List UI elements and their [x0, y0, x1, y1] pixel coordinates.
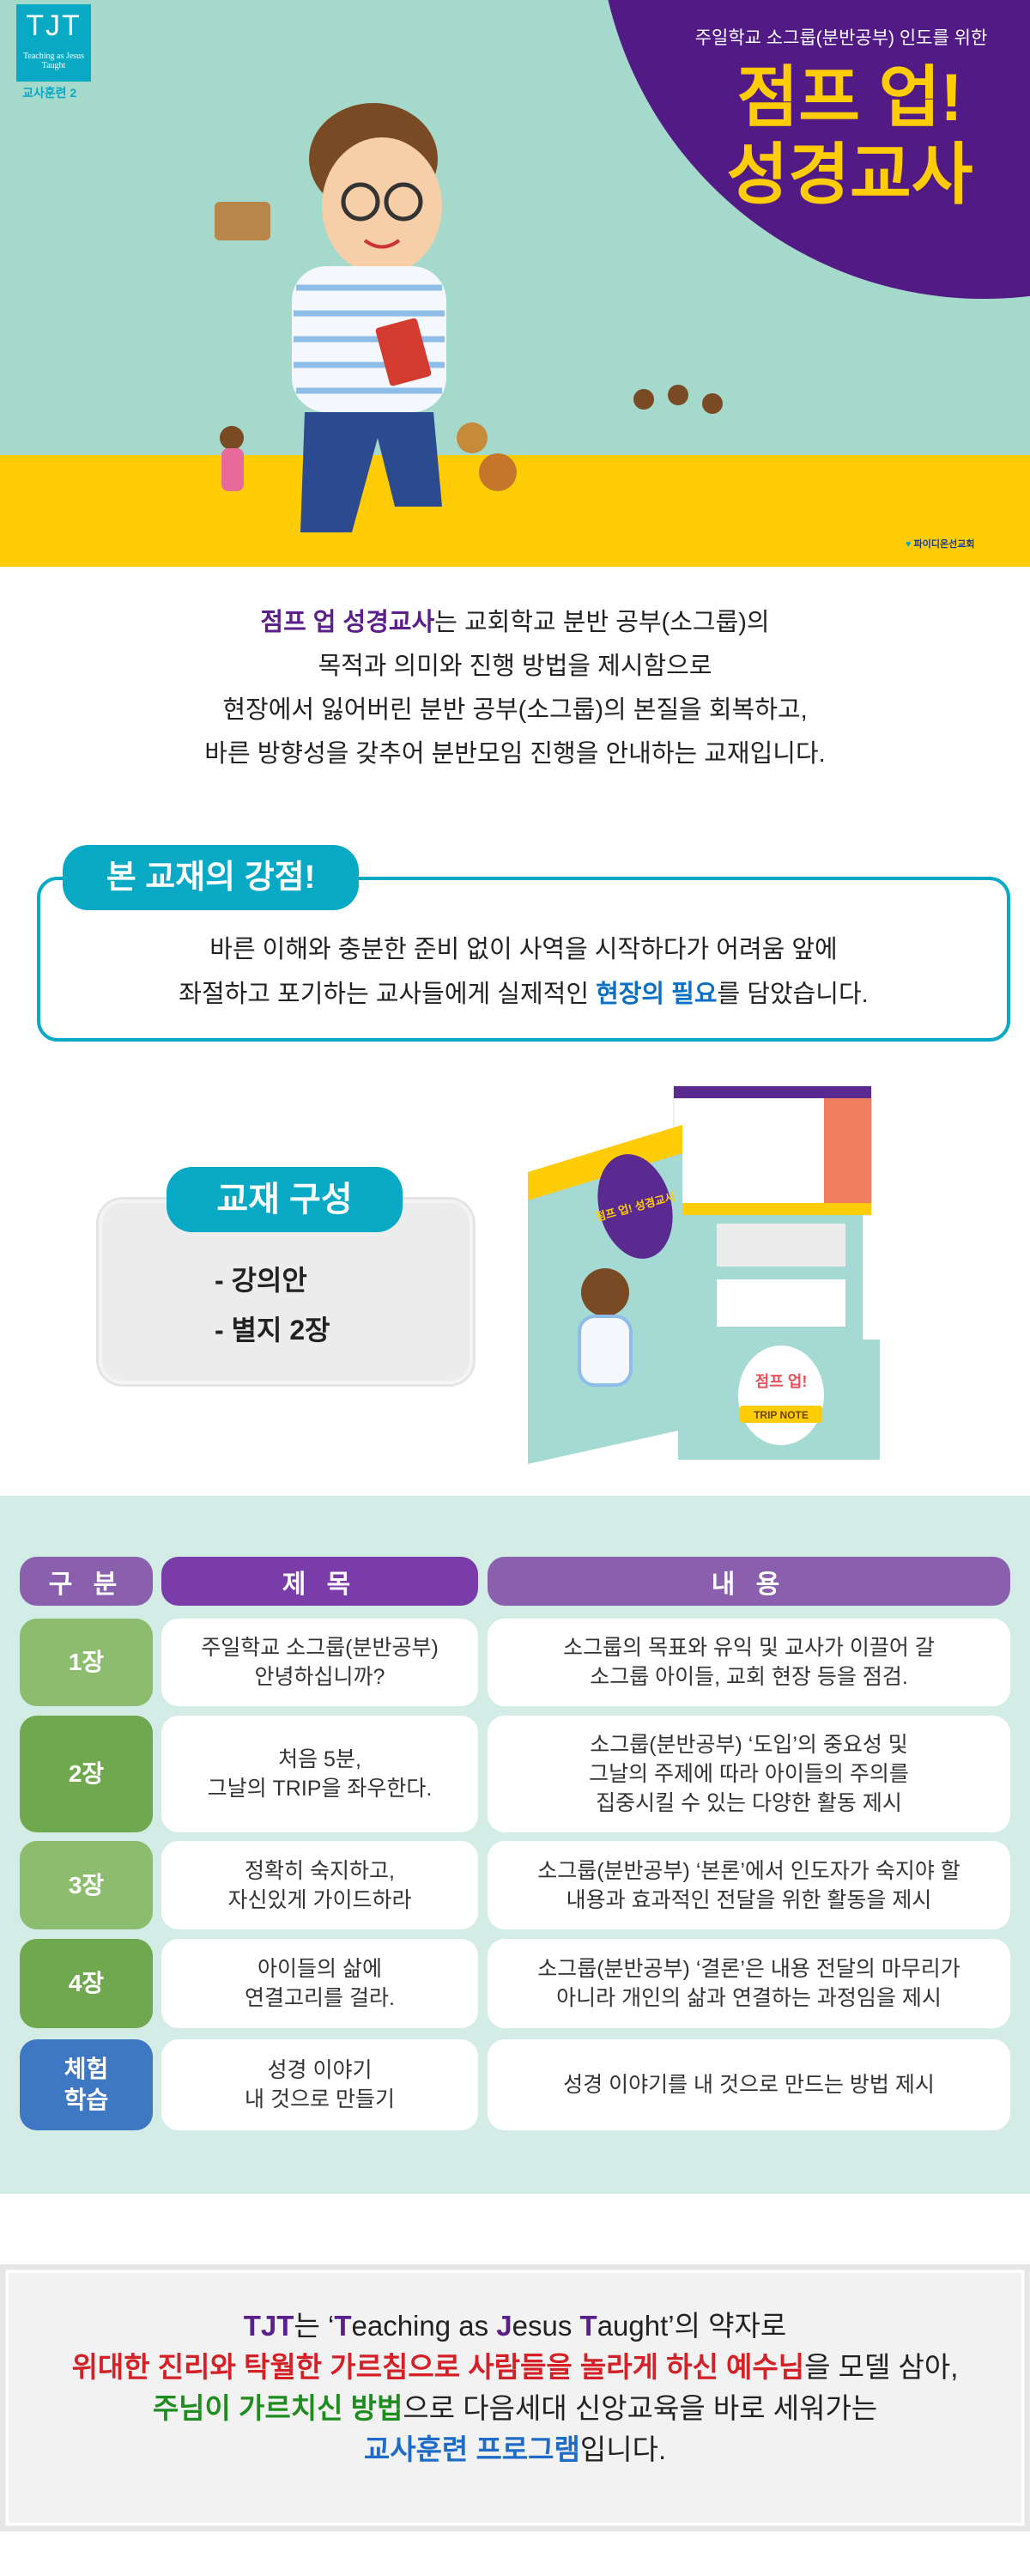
- composition-label: 교재 구성: [167, 1167, 403, 1232]
- trip-note-ribbon: [740, 1406, 822, 1423]
- row-label: 3장: [20, 1841, 153, 1929]
- book-product-image: 점프 업! TRIP NOTE 점프 업! 성경교사: [528, 1085, 880, 1464]
- tjt-logo: TJT Teaching as Jesus Taught: [16, 4, 91, 82]
- book-insert-title: 점프 업!: [755, 1373, 808, 1390]
- footer-box: [0, 2264, 1030, 2531]
- row-content: 소그룹(분반공부) ‘도입’의 중요성 및 그날의 주제에 따라 아이들의 주의…: [488, 1716, 1010, 1832]
- row-title: 처음 5분, 그날의 TRIP을 좌우한다.: [161, 1716, 478, 1832]
- strength-label: 본 교재의 강점!: [63, 845, 359, 910]
- intro-text: 점프 업 성경교사는 교회학교 분반 공부(소그룹)의 목적과 의미와 진행 방…: [204, 609, 826, 768]
- row-title: 정확히 숙지하고, 자신있게 가이드하라: [161, 1841, 478, 1929]
- row-title: 주일학교 소그룹(분반공부) 안녕하십니까?: [161, 1619, 478, 1706]
- row-content: 성경 이야기를 내 것으로 만드는 방법 제시: [488, 2039, 1010, 2130]
- composition-item: - 별지 2장: [215, 1315, 330, 1346]
- footer-text: TJT는 ‘Teaching as Jesus Taught’의 약자로 위대한…: [71, 2310, 959, 2465]
- row-title: 아이들의 삶에 연결고리를 걸라.: [161, 1939, 478, 2028]
- row-content: 소그룹(분반공부) ‘결론’은 내용 전달의 마무리가 아니라 개인의 삶과 연…: [488, 1939, 1010, 2028]
- composition-list: - 강의안 - 별지 2장: [215, 1255, 330, 1355]
- row-title: 성경 이야기 내 것으로 만들기: [161, 2039, 478, 2130]
- hero-title: 점프 업! 성경교사: [726, 59, 973, 212]
- row-label: 4장: [20, 1939, 153, 2028]
- table-header: 제 목: [161, 1557, 478, 1606]
- row-label: 1장: [20, 1619, 153, 1706]
- row-content: 소그룹(분반공부) ‘본론’에서 인도자가 숙지야 할 내용과 효과적인 전달을…: [488, 1841, 1010, 1929]
- hero-subtitle: 주일학교 소그룹(분반공부) 인도를 위한: [694, 28, 988, 48]
- strength-box: [37, 877, 1010, 1042]
- book-note-label: TRIP NOTE: [754, 1409, 809, 1421]
- series-label: 교사훈련 2: [22, 86, 77, 100]
- teacher-illustration: [215, 103, 723, 532]
- table-header: 구 분: [20, 1557, 153, 1606]
- publisher-logo: ♥ 파이디온선교회: [906, 539, 975, 550]
- row-label: 2장: [20, 1716, 153, 1832]
- dove-icon: ♥: [906, 539, 914, 550]
- row-content: 소그룹의 목표와 유익 및 교사가 이끌어 갈 소그룹 아이들, 교회 현장 등…: [488, 1619, 1010, 1706]
- table-header: 내 용: [488, 1557, 1010, 1606]
- strength-text: 바른 이해와 충분한 준비 없이 사역을 시작하다가 어려움 앞에 좌절하고 포…: [179, 936, 869, 1008]
- row-label: 체험 학습: [20, 2039, 153, 2130]
- hero-banner: TJT Teaching as Jesus Taught 교사훈련 2 주일학교…: [0, 0, 1030, 567]
- composition-item: - 강의안: [215, 1265, 307, 1296]
